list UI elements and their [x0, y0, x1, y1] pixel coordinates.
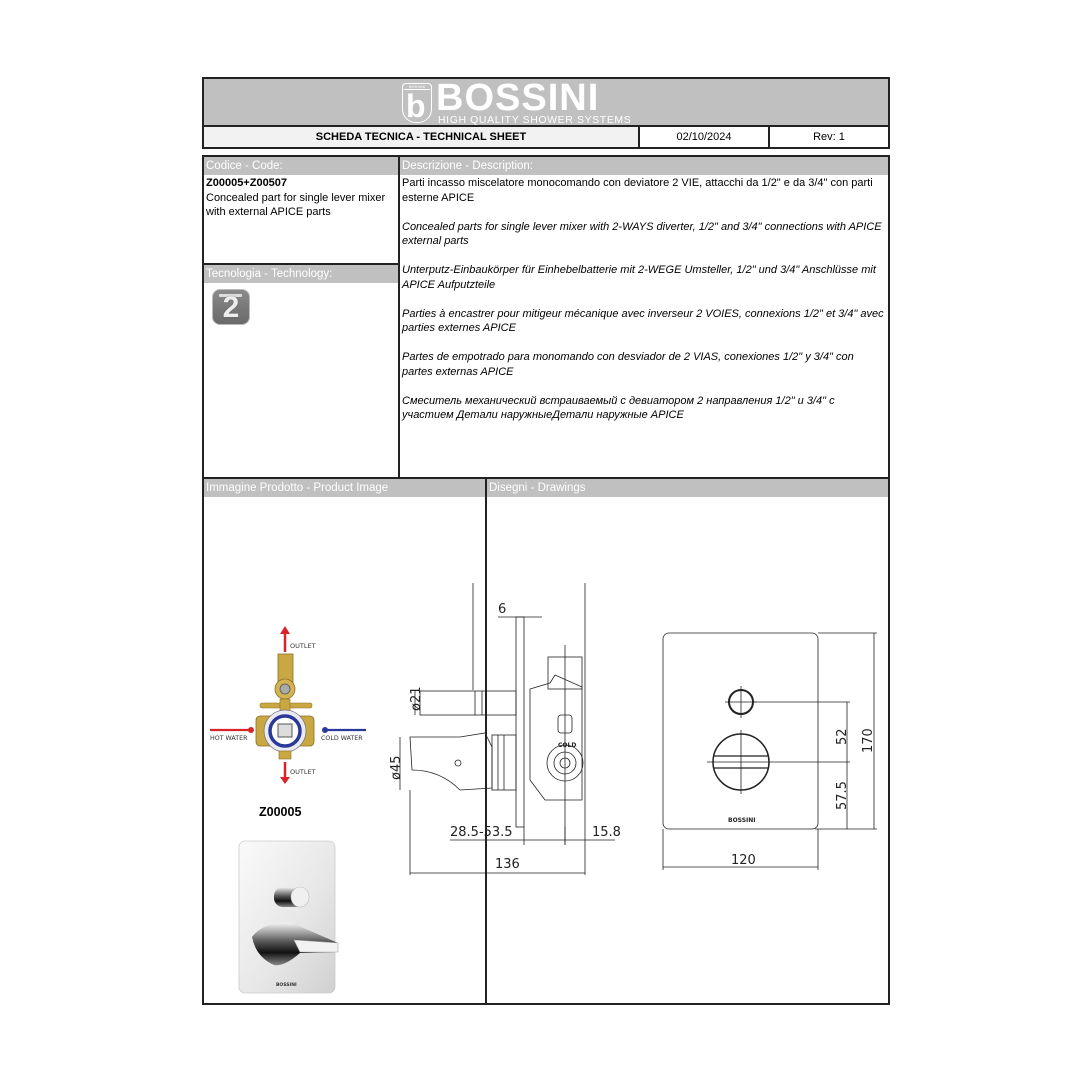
logo-b-glyph: b	[406, 88, 426, 124]
technology-section: Tecnologia - Technology: 2	[202, 263, 400, 479]
dim-rear: 15.8	[592, 825, 621, 840]
code-desc-line2: with external APICE parts	[206, 206, 331, 218]
technology-heading: Tecnologia - Technology:	[204, 265, 400, 283]
description-section: Descrizione - Description: Parti incasso…	[398, 155, 890, 479]
description-es: Partes de empotrado para monomando con d…	[402, 351, 854, 378]
bossini-logo: BOSSINI b BOSSINI HIGH QUALITY SHOWER SY…	[402, 77, 631, 126]
sheet-header: BOSSINI b BOSSINI HIGH QUALITY SHOWER SY…	[202, 77, 890, 149]
description-de: Unterputz-Einbaukörper für Einhebelbatte…	[402, 264, 876, 291]
description-en: Concealed parts for single lever mixer w…	[402, 220, 882, 248]
side-view-drawing: 6 ø21 ø45 COLD 28.5-53.5 15.8 136	[389, 583, 621, 875]
dim-width: 120	[731, 853, 756, 868]
code-section: Codice - Code: Z00005+Z00507 Concealed p…	[202, 155, 400, 265]
dim-plate-thickness: 6	[498, 602, 506, 617]
sheet-title: SCHEDA TECNICA - TECHNICAL SHEET	[204, 127, 640, 147]
faceplate-brand: BOSSINI	[276, 982, 297, 988]
front-view-drawing: BOSSINI 52 57.5 170 120	[662, 632, 877, 870]
description-ru: Смеситель механический встраиваемый с де…	[402, 394, 835, 422]
dim-height: 170	[861, 728, 876, 753]
sheet-date: 02/10/2024	[640, 127, 770, 147]
concealed-valve-diagram: OUTLET HOT WATER COLD WATER OUTLET	[210, 626, 366, 784]
model-code-label: Z00005	[259, 805, 302, 819]
product-image-section: Immagine Prodotto - Product Image OUTLET…	[202, 477, 487, 1005]
product-code: Z00005+Z00507	[206, 177, 288, 189]
dim-diverter-dia: ø21	[409, 687, 424, 712]
hot-water-label: HOT WATER	[210, 735, 248, 742]
tech-icon-digit: 2	[222, 291, 240, 324]
logo-bar: BOSSINI b BOSSINI HIGH QUALITY SHOWER SY…	[204, 79, 888, 127]
title-row: SCHEDA TECNICA - TECHNICAL SHEET 02/10/2…	[204, 127, 888, 147]
cold-water-label: COLD WATER	[321, 735, 363, 742]
front-plate-brand: BOSSINI	[728, 817, 756, 824]
shower-head-glyph	[219, 294, 242, 297]
drawings-heading: Disegni - Drawings	[487, 479, 888, 497]
brand-tagline: HIGH QUALITY SHOWER SYSTEMS	[438, 114, 632, 126]
logo-badge-icon: BOSSINI b	[402, 83, 432, 123]
body-cold-label: COLD	[558, 742, 576, 749]
description-fr: Parties à encastrer pour mitigeur mécani…	[402, 307, 884, 335]
outlet-top-label: OUTLET	[290, 642, 316, 650]
outlet-bottom-label: OUTLET	[290, 768, 316, 776]
drawings-section: Disegni - Drawings	[485, 477, 890, 1005]
dim-total-depth: 136	[495, 857, 520, 872]
code-desc-line1: Concealed part for single lever mixer	[206, 191, 386, 204]
dim-upper: 52	[835, 728, 850, 745]
product-image-heading: Immagine Prodotto - Product Image	[204, 479, 487, 497]
description-heading: Descrizione - Description:	[400, 157, 888, 175]
dim-depth-range: 28.5-53.5	[450, 825, 513, 840]
dim-lever-dia: ø45	[389, 756, 404, 781]
dim-lower: 57.5	[835, 781, 850, 810]
sheet-revision: Rev: 1	[813, 131, 845, 143]
logo-badge-text: BOSSINI	[404, 84, 430, 90]
code-heading: Codice - Code:	[204, 157, 400, 175]
faceplate-product-photo: BOSSINI	[238, 840, 339, 994]
description-it: Parti incasso miscelatore monocomando co…	[402, 177, 873, 204]
2-ways-diverter-icon: 2	[212, 289, 250, 325]
brand-name: BOSSINI	[436, 77, 600, 119]
